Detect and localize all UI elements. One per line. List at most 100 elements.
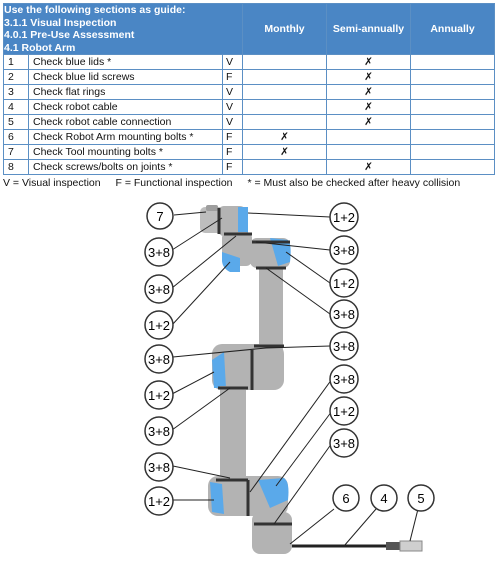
callout: 1+2: [329, 268, 359, 298]
leader-line: [171, 371, 215, 395]
callout-circle: [144, 237, 174, 267]
callout-label: 6: [342, 491, 349, 506]
col-annually: Annually: [410, 3, 495, 55]
callout-circle: [407, 484, 435, 512]
forearm-tube: [259, 266, 283, 350]
callout: 3+8: [144, 274, 174, 304]
callout-circle: [370, 484, 398, 512]
callout: 1+2: [329, 202, 359, 232]
callout: 3+8: [329, 331, 359, 361]
callout-label: 4: [380, 491, 387, 506]
callout-circle: [329, 202, 359, 232]
callout: 3+8: [329, 364, 359, 394]
callout: 7: [146, 202, 174, 230]
leader-line: [249, 378, 333, 493]
callout: 6: [332, 484, 360, 512]
callout-circle: [144, 274, 174, 304]
table-row: 3 Check flat rings V ✗: [3, 84, 495, 100]
callout: 3+8: [329, 299, 359, 329]
callout-label: 3+8: [148, 245, 170, 260]
callout-circle: [329, 396, 359, 426]
callout-label: 3+8: [148, 282, 170, 297]
callout-label: 3+8: [333, 243, 355, 258]
callout-circle: [144, 452, 174, 482]
leader-line: [172, 465, 231, 479]
callout-circle: [329, 235, 359, 265]
leader-line: [265, 267, 331, 315]
leader-lines: [171, 211, 419, 547]
callout-label: 1+2: [148, 388, 170, 403]
table-row: 1 Check blue lids * V ✗: [3, 54, 495, 70]
leader-line: [172, 347, 267, 358]
leader-line: [171, 387, 231, 431]
row-item: Check robot cable connection: [28, 114, 223, 130]
leader-line: [247, 212, 331, 218]
table-row: 8 Check screws/bolts on joints * F ✗: [3, 159, 495, 175]
table-row: 4 Check robot cable V ✗: [3, 99, 495, 115]
callout-circle: [146, 202, 174, 230]
callout-label: 1+2: [148, 318, 170, 333]
legend-functional: F = Functional inspection: [115, 177, 233, 189]
leader-line: [171, 235, 237, 289]
upper-arm-tube: [220, 386, 246, 478]
inspection-table: Use the following sections as guide: 3.1…: [3, 3, 495, 175]
callout: 3+8: [144, 416, 174, 446]
blue-lid: [210, 482, 224, 514]
leader-line: [343, 508, 377, 547]
legend-visual: V = Visual inspection: [3, 177, 101, 189]
callout-label: 1+2: [333, 276, 355, 291]
guide-line: 4.0.1 Pre-Use Assessment: [4, 29, 135, 41]
leader-line: [275, 410, 333, 487]
blue-lid: [212, 352, 226, 388]
leader-line: [273, 442, 333, 525]
callout: 1+2: [144, 380, 174, 410]
callout: 3+8: [144, 452, 174, 482]
robot-arm-illustration: [200, 205, 423, 554]
leader-line: [265, 345, 331, 349]
cell-annually: [410, 159, 495, 175]
guide-header: Use the following sections as guide: 3.1…: [3, 3, 243, 55]
callout: 1+2: [329, 396, 359, 426]
callout: 3+8: [329, 428, 359, 458]
callout-circle: [144, 380, 174, 410]
leader-line: [285, 251, 331, 284]
callout-label: 3+8: [148, 424, 170, 439]
callout-label: 1+2: [333, 210, 355, 225]
cable-connector: [399, 540, 423, 552]
guide-line: Use the following sections as guide:: [4, 4, 186, 16]
callout-circle: [329, 428, 359, 458]
col-semi-annually: Semi-annually: [326, 3, 411, 55]
callout-label: 3+8: [148, 460, 170, 475]
table-header-row: Use the following sections as guide: 3.1…: [3, 3, 495, 55]
callout-circle: [144, 486, 174, 516]
elbow-joint: [212, 344, 284, 390]
callout-circle: [144, 344, 174, 374]
guide-line: 4.1 Robot Arm: [4, 41, 76, 54]
callout-label: 3+8: [333, 372, 355, 387]
callout: 3+8: [144, 237, 174, 267]
tool-flange-cap: [206, 205, 218, 211]
base-joint: [252, 512, 292, 554]
callout: 3+8: [144, 344, 174, 374]
callout-label: 3+8: [148, 352, 170, 367]
blue-lid: [258, 478, 289, 508]
callout-circle: [329, 364, 359, 394]
row-item: Check screws/bolts on joints *: [28, 159, 223, 175]
callout-label: 3+8: [333, 307, 355, 322]
cell-semi-annually: ✗: [326, 159, 411, 175]
row-item: Check blue lid screws: [28, 69, 223, 85]
cable-strain-relief: [386, 542, 400, 550]
callout-label: 1+2: [148, 494, 170, 509]
blue-lid: [238, 207, 248, 234]
callout-label: 7: [156, 209, 163, 224]
leader-line: [171, 217, 223, 251]
callout-label: 1+2: [333, 404, 355, 419]
callout: 3+8: [329, 235, 359, 265]
callout-circle: [144, 310, 174, 340]
callout-label: 3+8: [333, 436, 355, 451]
callout-circle: [332, 484, 360, 512]
leader-line: [173, 211, 207, 216]
callout: 4: [370, 484, 398, 512]
callout-circle: [329, 299, 359, 329]
